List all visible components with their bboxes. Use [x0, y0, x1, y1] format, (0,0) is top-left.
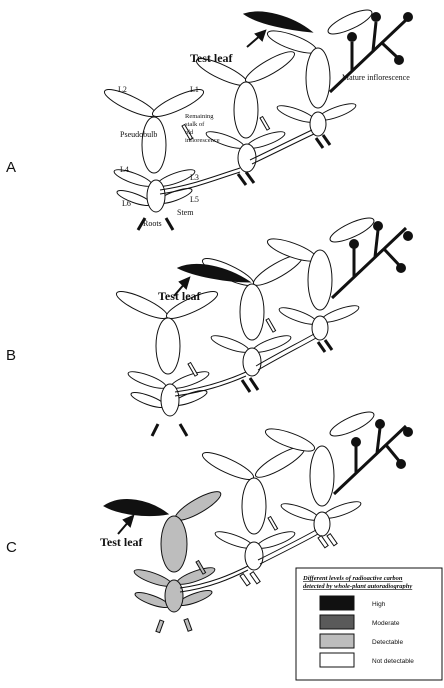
- legend-title-line1: Different levels of radioactive carbon: [302, 575, 403, 582]
- leaf-label-l1: L1: [190, 85, 199, 94]
- root-icon: [316, 138, 323, 148]
- test-leaf-shape: [244, 12, 312, 32]
- legend-label-high: High: [372, 601, 386, 608]
- leaf-label-l5: L5: [190, 195, 199, 204]
- remaining-stalk-label-3: old: [185, 129, 194, 136]
- panel-a: A: [6, 6, 413, 230]
- leaf-label-l3: L3: [190, 173, 199, 182]
- shoot-old-b: [114, 287, 221, 416]
- root-icon: [323, 135, 330, 145]
- root-icon: [250, 378, 258, 390]
- root-icon: [238, 174, 246, 185]
- remaining-stalk-label-1: Remaining: [185, 113, 214, 120]
- root-icon: [318, 342, 325, 352]
- test-leaf-shape: [104, 500, 168, 516]
- legend-label-not-detectable: Not detectable: [372, 658, 414, 665]
- test-leaf-label-b: Test leaf: [158, 289, 202, 303]
- legend-label-detectable: Detectable: [372, 639, 403, 646]
- panel-b: B: [6, 214, 413, 436]
- root-icon: [325, 340, 332, 350]
- root-icon: [166, 218, 173, 230]
- root-icon: [152, 424, 158, 436]
- legend-swatch-moderate: [320, 615, 354, 629]
- leaf-label-l2: L2: [118, 85, 127, 94]
- legend-title-line2: detected by whole-plant autoradiography: [303, 583, 412, 590]
- legend-swatch-detectable: [320, 634, 354, 648]
- legend-swatch-high: [320, 596, 354, 610]
- test-leaf-label-c: Test leaf: [100, 535, 144, 549]
- leaf-label-l4: L4: [120, 165, 129, 174]
- inflorescence-c: [334, 426, 406, 494]
- legend-label-moderate: Moderate: [372, 620, 400, 627]
- legend: Different levels of radioactive carbon d…: [296, 568, 442, 680]
- shoot-old-a: [102, 85, 207, 212]
- root-icon: [242, 380, 250, 392]
- panel-letter-c: C: [6, 539, 17, 556]
- shoot-old-c: [104, 487, 224, 633]
- roots-label: Roots: [143, 219, 162, 228]
- leaf-label-l6: L6: [122, 199, 131, 208]
- panel-letter-b: B: [6, 347, 16, 364]
- legend-swatch-not-detectable: [320, 653, 354, 667]
- root-icon: [246, 172, 254, 183]
- mature-inflorescence-label: Mature inflorescence: [342, 73, 410, 82]
- remaining-stalk-label-4: inflorescence: [185, 137, 220, 144]
- stem-label: Stem: [177, 208, 194, 217]
- pseudobulb-label: Pseudobulb: [120, 130, 157, 139]
- remaining-stalk-label-2: stalk of: [185, 121, 205, 128]
- panel-letter-a: A: [6, 159, 16, 176]
- root-icon: [180, 424, 187, 436]
- test-leaf-label-a: Test leaf: [190, 51, 234, 65]
